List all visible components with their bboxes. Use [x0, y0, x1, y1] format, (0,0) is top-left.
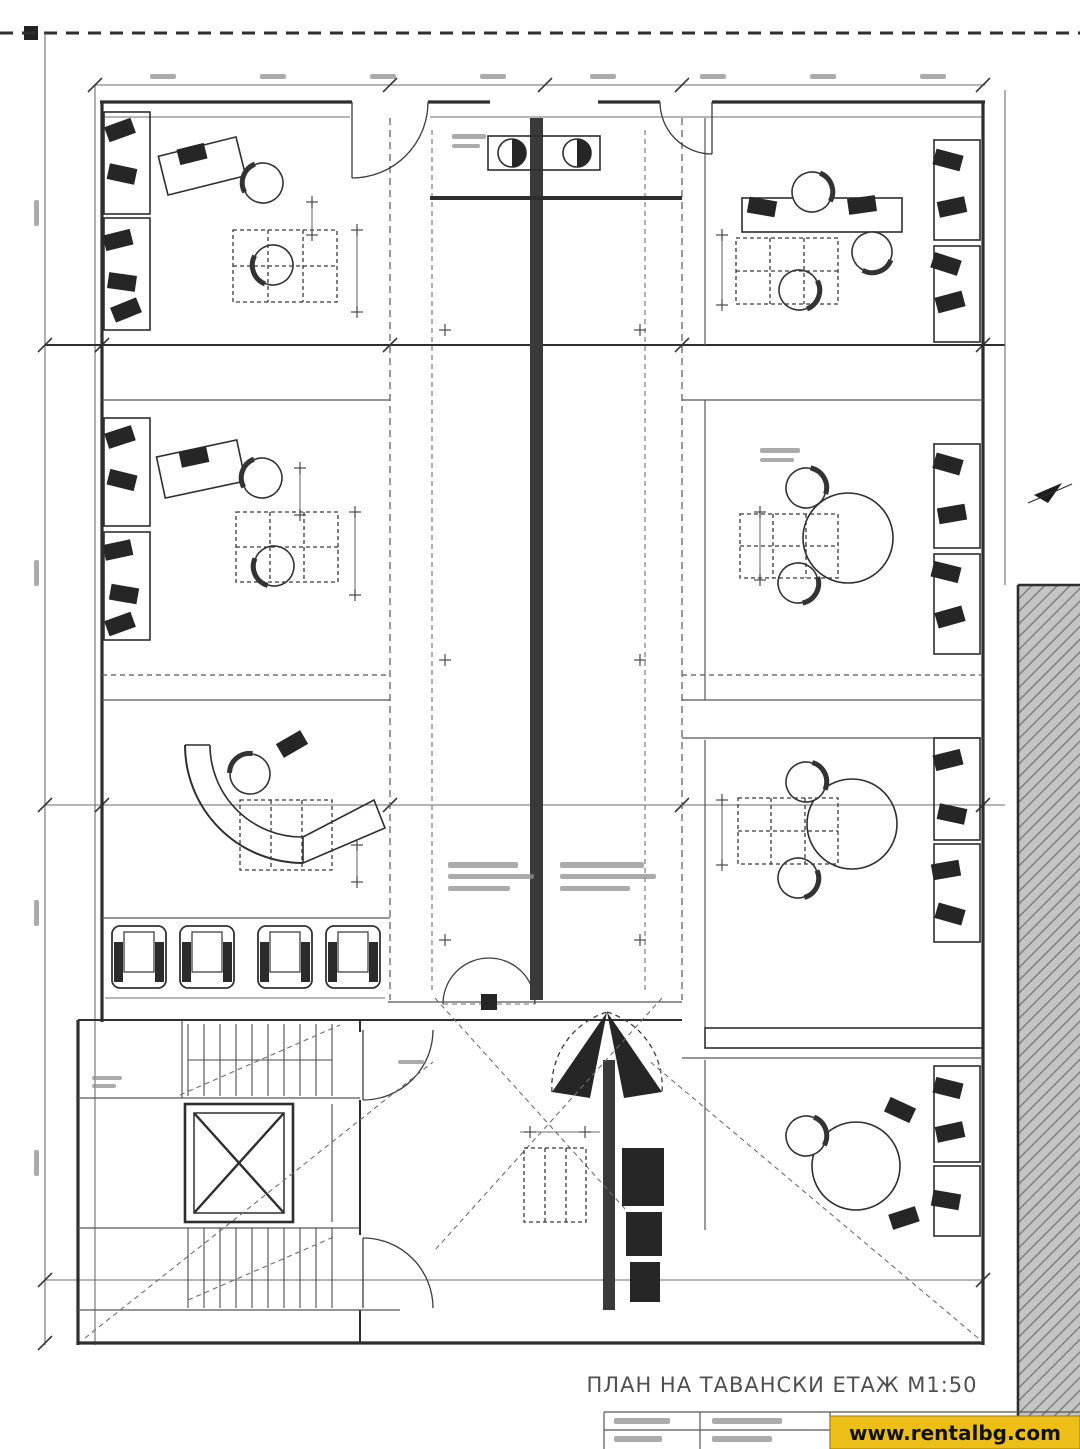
interior-partitions: [102, 118, 983, 1230]
illegible-annotations: [34, 74, 946, 1176]
north-arrow-icon: [1027, 483, 1073, 504]
top-entrance: [351, 101, 713, 179]
sideboard: [704, 1027, 984, 1049]
roof-slope-lines: [84, 997, 979, 1339]
office-mid-left: [102, 417, 362, 641]
round-table: [811, 1121, 901, 1211]
corridor: [389, 118, 683, 1310]
waiting-area-chairs: [105, 925, 385, 999]
central-wall: [530, 118, 543, 1000]
watermark-text: www.rentalbg.com: [849, 1421, 1061, 1445]
elevator-shaft: [183, 1102, 333, 1224]
plan-title: ПЛАН НА ТАВАНСКИ ЕТАЖ М1:50: [587, 1373, 978, 1397]
round-table: [806, 778, 898, 870]
outer-walls: [76, 100, 985, 1345]
storage-bottom-center: [520, 1125, 664, 1302]
office-bottom-right: [780, 1065, 981, 1237]
round-table: [802, 492, 894, 584]
site-boundary-line: [0, 26, 1080, 1345]
watermark: www.rentalbg.com: [829, 1415, 1080, 1449]
office-lower-right: [704, 737, 984, 1049]
title-block: ПЛАН НА ТАВАНСКИ ЕТАЖ М1:50 www.rentalbg…: [587, 1373, 1080, 1449]
office-mid-right: [739, 443, 981, 655]
entrance-doors: [442, 957, 663, 1098]
lower-central-wall: [603, 1060, 615, 1310]
staircase: [78, 1020, 434, 1343]
office-top-right: [715, 139, 981, 343]
reception-desk: [184, 730, 387, 889]
dimension-lines: [37, 77, 1006, 1351]
hatched-neighbor-area: [1016, 583, 1080, 1449]
office-top-left: [102, 111, 364, 331]
